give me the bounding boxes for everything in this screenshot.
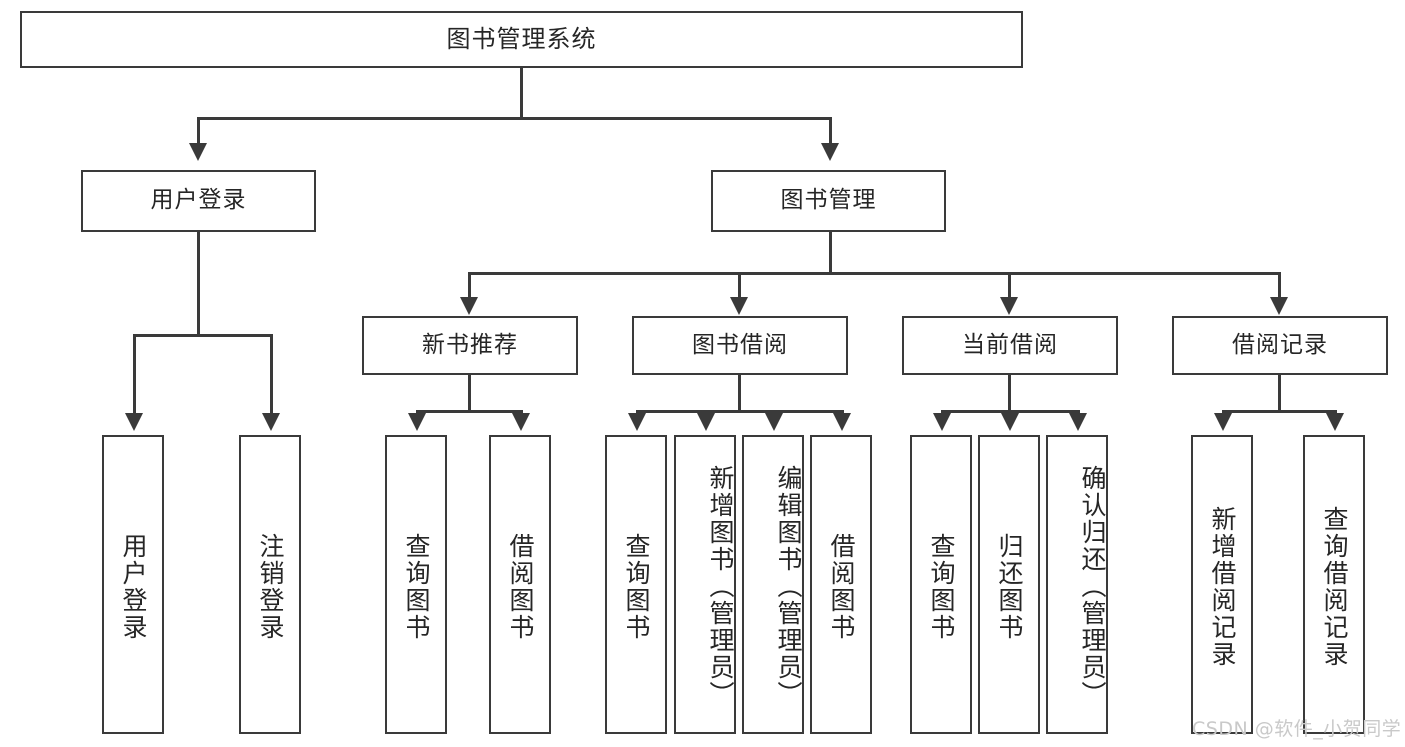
edge-borrow-record-bus (1222, 410, 1336, 413)
edge-book-borrow-trunk (738, 375, 741, 412)
arrow-borrow-record-leaf-2 (1326, 413, 1344, 431)
edge-book-manage-drop-2 (738, 272, 741, 300)
arrow-current-borrow-leaf-2 (1001, 413, 1019, 431)
node-label: 图书管理 (780, 187, 877, 214)
leaf-book-borrow-query-book[interactable]: 查询图书 (605, 435, 667, 734)
arrow-root-to-book-manage (821, 143, 839, 161)
edge-borrow-record-trunk (1278, 375, 1281, 412)
leaf-user-login-logout[interactable]: 注销登录 (239, 435, 301, 734)
edge-user-login-drop-1 (133, 334, 136, 416)
arrow-user-login-leaf-1 (125, 413, 143, 431)
node-borrow-record[interactable]: 借阅记录 (1172, 316, 1388, 375)
leaf-current-borrow-return-book[interactable]: 归还图书 (978, 435, 1040, 734)
edge-root-trunk (520, 68, 523, 119)
node-root-system[interactable]: 图书管理系统 (20, 11, 1023, 68)
arrow-current-borrow-leaf-3 (1069, 413, 1087, 431)
leaf-book-borrow-borrow-book[interactable]: 借阅图书 (810, 435, 872, 734)
node-new-book-recommend[interactable]: 新书推荐 (362, 316, 578, 375)
arrow-book-borrow-leaf-2 (697, 413, 715, 431)
arrow-recommend-leaf-1 (408, 413, 426, 431)
node-label: 新书推荐 (422, 331, 518, 358)
arrow-book-borrow-leaf-3 (765, 413, 783, 431)
arrow-recommend-leaf-2 (512, 413, 530, 431)
node-label: 用户登录 (150, 187, 247, 214)
edge-current-borrow-trunk (1008, 375, 1011, 412)
arrow-book-manage-to-record (1270, 297, 1288, 315)
edge-user-login-bus (133, 334, 272, 337)
node-label: 归还图书 (995, 532, 1024, 641)
arrow-user-login-leaf-2 (262, 413, 280, 431)
node-label: 编辑图书（管理员） (774, 465, 803, 708)
node-user-login[interactable]: 用户登录 (81, 170, 316, 232)
edge-root-bus (197, 117, 831, 120)
node-label: 查询图书 (927, 532, 956, 641)
node-label: 借阅记录 (1232, 331, 1328, 358)
edge-user-login-trunk (197, 232, 200, 336)
node-label: 图书管理系统 (446, 25, 597, 54)
node-label: 图书借阅 (692, 331, 788, 358)
arrow-book-manage-to-recommend (460, 297, 478, 315)
edge-root-to-book-manage (829, 117, 832, 147)
arrow-book-manage-to-current (1000, 297, 1018, 315)
node-label: 查询图书 (622, 532, 651, 641)
node-label: 新增图书（管理员） (706, 465, 735, 708)
node-label: 用户登录 (119, 532, 148, 641)
node-label: 确认归还（管理员） (1078, 465, 1107, 708)
edge-book-manage-trunk (829, 232, 832, 274)
arrow-book-borrow-leaf-1 (628, 413, 646, 431)
leaf-current-borrow-confirm-return[interactable]: 确认归还（管理员） (1046, 435, 1108, 734)
edge-user-login-drop-2 (270, 334, 273, 416)
node-label: 当前借阅 (962, 331, 1058, 358)
arrow-book-manage-to-borrow (730, 297, 748, 315)
leaf-borrow-record-query-record[interactable]: 查询借阅记录 (1303, 435, 1365, 734)
csdn-watermark: CSDN @软件_小贺同学 (1192, 718, 1402, 740)
leaf-book-borrow-edit-book[interactable]: 编辑图书（管理员） (742, 435, 804, 734)
leaf-recommend-query-book[interactable]: 查询图书 (385, 435, 447, 734)
edge-book-manage-bus (468, 272, 1280, 275)
node-label: 新增借阅记录 (1208, 505, 1237, 668)
leaf-recommend-borrow-book[interactable]: 借阅图书 (489, 435, 551, 734)
edge-book-manage-drop-1 (468, 272, 471, 300)
arrow-borrow-record-leaf-1 (1214, 413, 1232, 431)
node-current-borrow[interactable]: 当前借阅 (902, 316, 1118, 375)
leaf-user-login-login[interactable]: 用户登录 (102, 435, 164, 734)
leaf-book-borrow-add-book[interactable]: 新增图书（管理员） (674, 435, 736, 734)
edge-book-manage-drop-4 (1278, 272, 1281, 300)
node-label: 注销登录 (256, 532, 285, 641)
node-book-manage[interactable]: 图书管理 (711, 170, 946, 232)
node-label: 借阅图书 (506, 532, 535, 641)
leaf-borrow-record-add-record[interactable]: 新增借阅记录 (1191, 435, 1253, 734)
edge-root-to-user-login (197, 117, 200, 147)
edge-book-borrow-bus (636, 410, 843, 413)
arrow-current-borrow-leaf-1 (933, 413, 951, 431)
node-book-borrow[interactable]: 图书借阅 (632, 316, 848, 375)
node-label: 查询借阅记录 (1320, 505, 1349, 668)
edge-recommend-bus (416, 410, 522, 413)
node-label: 借阅图书 (827, 532, 856, 641)
leaf-current-borrow-query-book[interactable]: 查询图书 (910, 435, 972, 734)
arrow-root-to-user-login (189, 143, 207, 161)
node-label: 查询图书 (402, 532, 431, 641)
edge-book-manage-drop-3 (1008, 272, 1011, 300)
edge-recommend-trunk (468, 375, 471, 412)
arrow-book-borrow-leaf-4 (833, 413, 851, 431)
